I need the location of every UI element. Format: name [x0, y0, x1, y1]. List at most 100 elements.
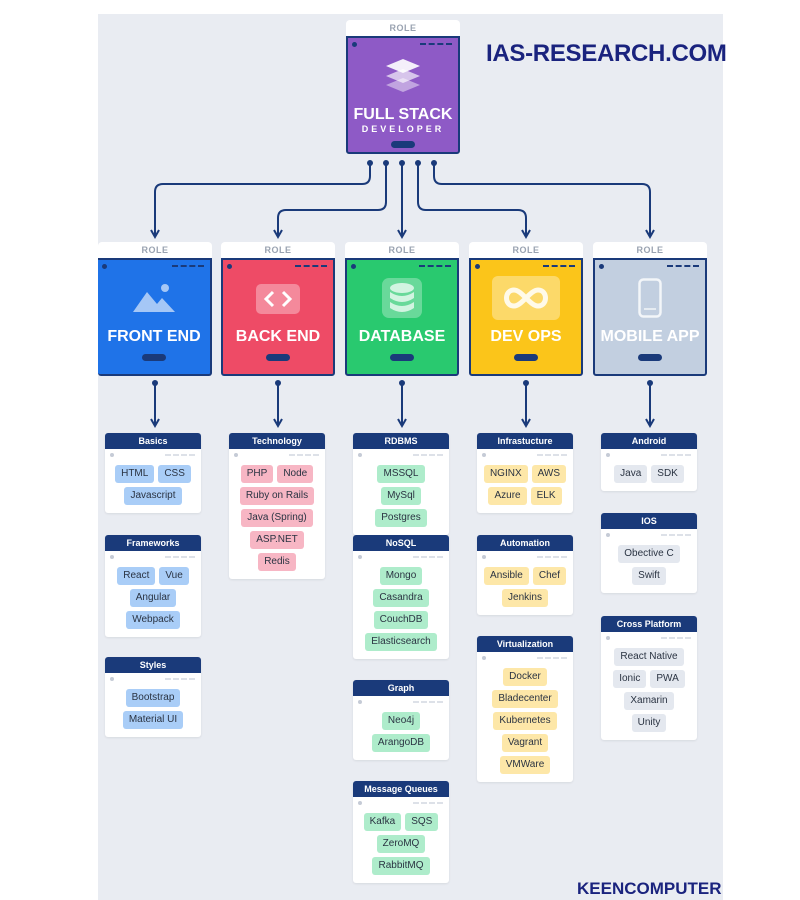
- tech-tag: React: [117, 567, 156, 585]
- window-dash: [420, 43, 452, 46]
- tech-tag: Bladecenter: [492, 690, 558, 708]
- role-pill: [638, 354, 662, 361]
- tech-tag: Chef: [532, 567, 566, 585]
- role-body: MOBILE APP: [593, 258, 707, 376]
- role-tag: ROLE: [264, 245, 292, 255]
- tech-tag: Obective C: [618, 545, 680, 563]
- window-dash: [661, 534, 691, 536]
- category-decoration: [105, 449, 201, 461]
- role-body: DATABASE: [345, 258, 459, 376]
- role-pill: [391, 141, 415, 148]
- tech-tag: Webpack: [126, 611, 180, 629]
- window-dash: [661, 454, 691, 456]
- tech-tag: VMWare: [499, 756, 551, 774]
- arrow-head: [521, 418, 531, 429]
- tech-tag: Ruby on Rails: [239, 487, 315, 505]
- window-dot: [351, 264, 356, 269]
- tech-tag: NGINX: [483, 465, 528, 483]
- window-dash: [543, 265, 575, 268]
- arrow-head: [273, 229, 283, 240]
- tech-tag: Jenkins: [502, 589, 548, 607]
- arrow-head: [150, 229, 160, 240]
- arrow-head: [521, 229, 531, 240]
- window-dash: [165, 454, 195, 456]
- window-dot: [482, 656, 486, 660]
- tech-tag: Kafka: [363, 813, 402, 831]
- tech-tag: ZeroMQ: [376, 835, 426, 853]
- category-decoration: [601, 632, 697, 644]
- window-dot: [358, 453, 362, 457]
- role-subtitle: DEVELOPER: [361, 124, 445, 134]
- category-title: Graph: [353, 680, 449, 696]
- category-title: Infrastucture: [477, 433, 573, 449]
- infinity-icon: [492, 276, 560, 320]
- category-title: Technology: [229, 433, 325, 449]
- tech-tag: Ionic: [613, 670, 647, 688]
- tech-tag: HTML: [115, 465, 155, 483]
- window-dot: [482, 453, 486, 457]
- arrow-head: [397, 418, 407, 429]
- category-items: Obective C Swift: [601, 541, 697, 593]
- tech-tag: Casandra: [373, 589, 429, 607]
- tech-tag: Material UI: [122, 711, 184, 729]
- tech-tag: Ansible: [484, 567, 529, 585]
- arrow-head: [150, 418, 160, 429]
- arrow-head: [397, 229, 407, 240]
- role-pill: [142, 354, 166, 361]
- category-decoration: [477, 551, 573, 563]
- window-dash: [537, 454, 567, 456]
- role-title: DEV OPS: [490, 328, 562, 345]
- arrow-head: [645, 229, 655, 240]
- role-tag: ROLE: [636, 245, 664, 255]
- category-decoration: [105, 551, 201, 563]
- role-pill: [266, 354, 290, 361]
- window-dash: [413, 701, 443, 703]
- category-decoration: [601, 529, 697, 541]
- window-dash: [165, 678, 195, 680]
- tech-tag: Kubernetes: [493, 712, 557, 730]
- window-dash: [537, 556, 567, 558]
- category-title: Message Queues: [353, 781, 449, 797]
- window-dot: [352, 42, 357, 47]
- window-dash: [537, 657, 567, 659]
- tech-tag: Postgres: [375, 509, 427, 527]
- tech-tag: Bootstrap: [125, 689, 181, 707]
- window-dash: [295, 265, 327, 268]
- tech-tag: Java: [614, 465, 648, 483]
- category-title: RDBMS: [353, 433, 449, 449]
- tech-tag: Redis: [258, 553, 296, 571]
- window-dash: [413, 454, 443, 456]
- category-title: Basics: [105, 433, 201, 449]
- category-card-ios: IOS Obective C Swift: [601, 513, 697, 593]
- window-dash: [172, 265, 204, 268]
- window-dot: [110, 677, 114, 681]
- tech-tag: Azure: [488, 487, 527, 505]
- window-dot: [227, 264, 232, 269]
- tech-tag: SDK: [651, 465, 684, 483]
- category-title: IOS: [601, 513, 697, 529]
- category-title: Android: [601, 433, 697, 449]
- window-dot: [102, 264, 107, 269]
- tech-tag: Swift: [632, 567, 666, 585]
- connector-line: [154, 163, 371, 236]
- tech-tag: Javascript: [124, 487, 182, 505]
- role-tag: ROLE: [389, 23, 417, 33]
- tech-tag: MySql: [381, 487, 421, 505]
- tech-tag: Neo4j: [381, 712, 421, 730]
